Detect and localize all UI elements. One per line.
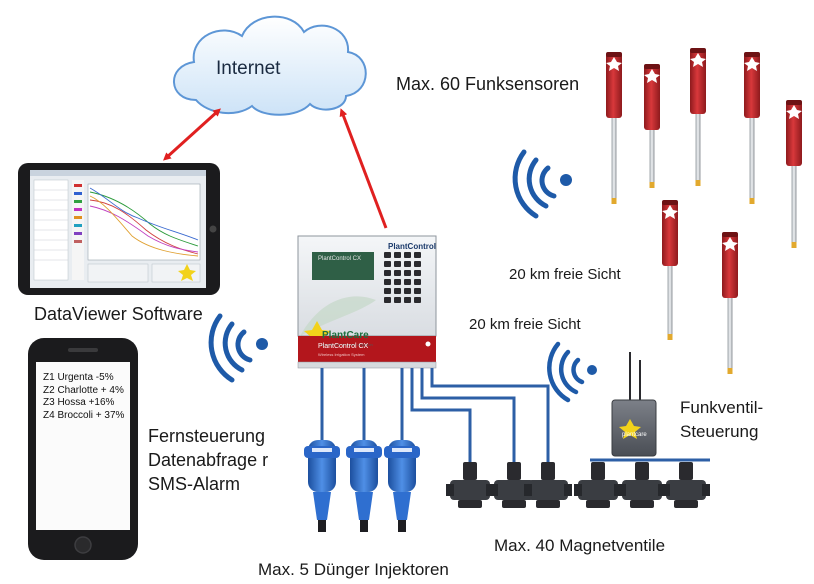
soil-sensor-3: [690, 48, 706, 186]
solenoid-valve-5: [618, 462, 666, 508]
solenoid-valve-4: [574, 462, 622, 508]
valve-control-box: [590, 352, 710, 462]
signal-icon-valves: [547, 341, 597, 403]
dosing-injector-1: [304, 440, 340, 532]
valve-control-line-1: Funkventil-: [680, 398, 764, 417]
phone-line-2: Z2 Charlotte + 4%: [43, 384, 124, 396]
tablet-device: [18, 163, 220, 295]
soil-sensor-5: [786, 100, 802, 248]
phone-line-4: Z4 Broccoli + 37%: [43, 409, 125, 421]
controller-strip-sub: Wireless Irrigation System: [318, 352, 365, 357]
soil-sensor-6: [662, 200, 678, 340]
soil-sensor-7: [722, 232, 738, 374]
phone-device: [28, 338, 138, 560]
valve-control-line-2: Steuerung: [680, 422, 759, 441]
plantcontrol-controller: [297, 235, 437, 369]
phone-line-3: Z3 Hossa +16%: [43, 397, 115, 408]
dosing-injector-3: [384, 440, 420, 532]
remote-line-2: Datenabfrage r: [148, 450, 269, 470]
valve-control-label: Funkventil- Steuerung: [680, 396, 763, 444]
arrow-cloud-tablet: [163, 108, 221, 161]
solenoid-valve-6: [662, 462, 710, 508]
solenoid-valve-1: [446, 462, 494, 508]
remote-line-3: SMS-Alarm: [148, 474, 241, 494]
signal-icon-phone: [208, 313, 268, 383]
controller-strip-title: PlantControl CX: [318, 343, 369, 350]
arrow-controller-cloud: [339, 108, 388, 229]
range-label-lower: 20 km freie Sicht: [469, 316, 581, 333]
valves-group: [446, 462, 710, 508]
internet-cloud: [173, 15, 367, 116]
sensors-group: [606, 48, 802, 374]
dosing-label: Max. 5 Dünger Injektoren: [258, 560, 449, 579]
valve-box-logo: plantcare: [622, 432, 647, 438]
controller-tagline: excellence in smart irrigation: [322, 342, 373, 347]
soil-sensor-2: [644, 64, 660, 188]
soil-sensor-1: [606, 52, 622, 204]
signal-icon-sensors: [512, 149, 572, 219]
controller-model: PlantControl CX: [318, 256, 362, 262]
remote-line-1: Fernsteuerung: [148, 426, 266, 446]
phone-screen-text: Z1 Urgenta -5% Z2 Charlotte + 4% Z3 Hoss…: [43, 372, 129, 422]
pipe-network: [320, 368, 550, 462]
dosing-injector-2: [346, 440, 382, 532]
remote-features-label: Fernsteuerung Datenabfrage r SMS-Alarm: [148, 424, 268, 496]
controller-brand: PlantControl: [388, 242, 436, 251]
sensors-label: Max. 60 Funksensoren: [396, 74, 580, 94]
valves-label: Max. 40 Magnetventile: [494, 536, 666, 555]
soil-sensor-4: [744, 52, 760, 204]
controller-logo: PlantCare: [322, 330, 369, 341]
dataviewer-label: DataViewer Software: [34, 304, 203, 324]
solenoid-valve-3: [524, 462, 572, 508]
range-label-upper: 20 km freie Sicht: [509, 266, 621, 283]
internet-label: Internet: [216, 58, 281, 79]
dosing-group: [304, 440, 420, 532]
phone-line-1: Z1 Urgenta -5%: [43, 372, 114, 383]
